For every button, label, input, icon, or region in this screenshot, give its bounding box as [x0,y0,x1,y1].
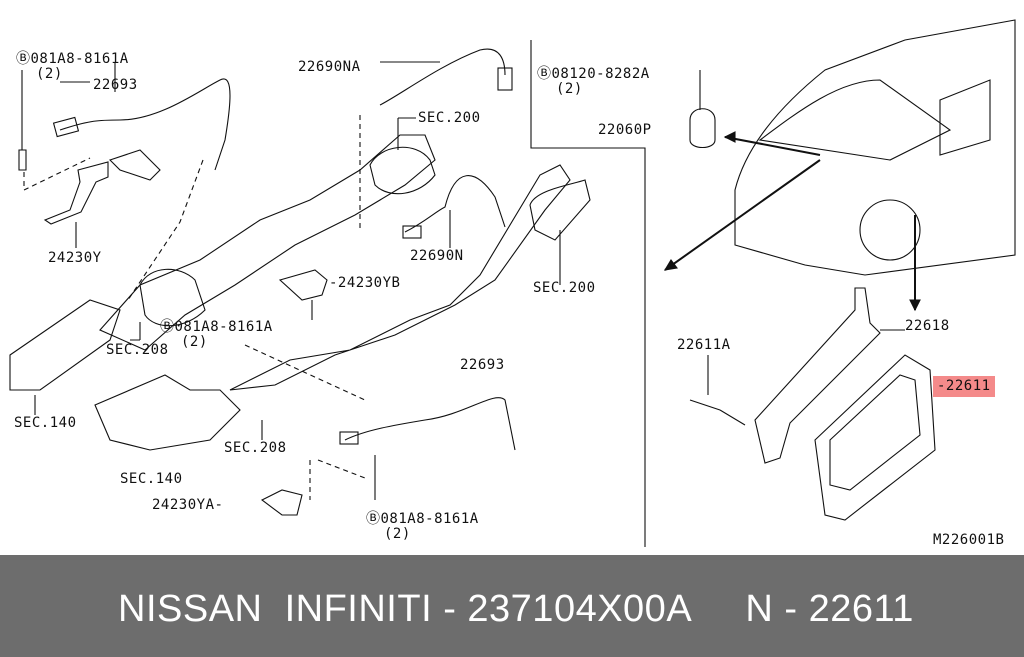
bolt-icon [18,70,27,171]
label-22693-bottom: 22693 [460,357,505,373]
label-22611-highlighted[interactable]: -22611 [933,376,995,397]
label-bolt-081a8-top: Ⓑ081A8-8161A [16,51,129,67]
direction-arrow [664,136,916,310]
label-bolt-081a8-bottom: Ⓑ081A8-8161A [366,511,479,527]
part-number-caption: NISSAN INFINITI - 237104X00A N - 22611 [118,588,914,630]
ecm-unit [814,354,936,521]
label-24230yb: -24230YB [329,275,401,291]
bracket-22618 [754,287,905,464]
exhaust-manifold [9,299,121,391]
oxygen-sensor-wire [59,78,231,171]
bracket-24230y [43,149,161,225]
label-22060p: 22060P [598,122,652,138]
label-sec208-lower: SEC.208 [224,440,287,456]
label-sec140-lower: SEC.140 [120,471,183,487]
label-22690n: 22690N [410,248,464,264]
diagram-drawing [9,19,1016,547]
exhaust-pipe-lower [229,164,571,391]
divider-line [530,40,646,547]
label-22690na: 22690NA [298,59,361,75]
label-22611a: 22611A [677,337,731,353]
label-sec140-left: SEC.140 [14,415,77,431]
label-qty-bottom: (2) [384,526,411,542]
label-bolt-08120: Ⓑ08120-8282A [537,66,650,82]
label-22618: 22618 [905,318,950,334]
parts-diagram: Ⓑ081A8-8161A (2) 22693 24230Y 22690NA SE… [9,19,1016,548]
label-22693-top: 22693 [93,77,138,93]
exhaust-manifold-lower [94,374,241,451]
label-sec200-top: SEC.200 [418,110,481,126]
label-sec200-right: SEC.200 [533,280,596,296]
diagram-code: M226001B [933,532,1005,548]
part-info-footer [0,555,1024,657]
label-qty-top: (2) [36,66,63,82]
exhaust-pipe-upper [99,134,436,351]
dashed-guide [23,157,91,191]
label-24230y: 24230Y [48,250,102,266]
label-qty-mid: (2) [181,334,208,350]
label-bolt-081a8-mid: Ⓑ081A8-8161A [160,319,273,335]
label-sec208-upper: SEC.208 [106,342,169,358]
vehicle-outline [734,19,1016,276]
label-24230ya: 24230YA- [152,497,224,513]
catalytic-converter [139,146,436,327]
label-qty-right: (2) [556,81,583,97]
